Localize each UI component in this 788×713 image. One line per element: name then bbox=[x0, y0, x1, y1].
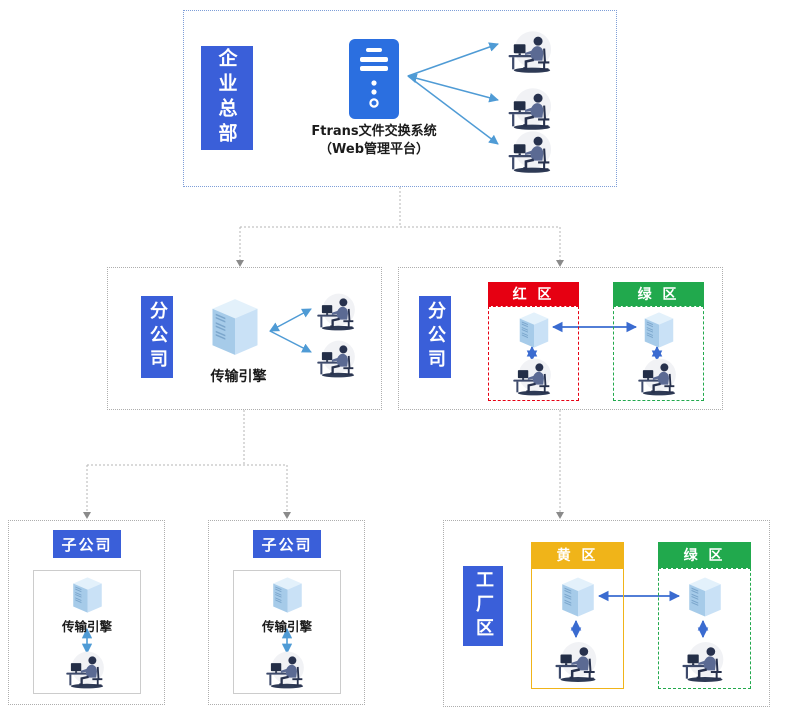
transfer-engine-label: 传输引擎 bbox=[261, 619, 312, 634]
factory-area-label: 工厂区 bbox=[463, 566, 503, 646]
green-zone-body bbox=[658, 568, 751, 689]
system-title: Ftrans文件交换系统 bbox=[311, 124, 437, 139]
workstation-user-icon bbox=[506, 129, 558, 175]
headquarters-label: 企业总部 bbox=[201, 46, 253, 150]
engine-panel: 传输引擎 bbox=[33, 570, 141, 694]
workstation-user-icon bbox=[506, 86, 558, 132]
tree-connector-factory-arrowhead bbox=[556, 512, 564, 519]
file-exchange-server-icon bbox=[349, 39, 399, 119]
transfer-engine-label: 传输引擎 bbox=[210, 369, 267, 385]
subsidiary-box: 子公司 传输引擎 bbox=[208, 520, 365, 705]
green-zone: 绿 区 bbox=[613, 282, 704, 401]
branch-office-engine-box: 分公司 传输引擎 bbox=[107, 267, 382, 410]
server-icon bbox=[686, 576, 724, 618]
workstation-user-icon bbox=[264, 650, 310, 690]
transfer-engine-server-icon bbox=[208, 297, 262, 357]
system-name-label: Ftrans文件交换系统 （Web管理平台） bbox=[254, 123, 494, 159]
workstation-user-icon bbox=[511, 357, 557, 397]
branch-office-label: 分公司 bbox=[141, 296, 173, 378]
workstation-user-icon bbox=[506, 29, 558, 75]
red-zone: 红 区 bbox=[488, 282, 579, 401]
server-icon bbox=[642, 311, 676, 349]
red-zone-header: 红 区 bbox=[488, 282, 579, 306]
workstation-user-icon bbox=[64, 650, 110, 690]
subsidiary-label: 子公司 bbox=[253, 530, 321, 558]
branch-office-label: 分公司 bbox=[419, 296, 451, 378]
green-zone: 绿 区 bbox=[658, 542, 751, 689]
branch-office-zoned-box: 分公司 红 区 绿 区 bbox=[398, 267, 723, 410]
yellow-zone-header: 黄 区 bbox=[531, 542, 624, 568]
tree-connector-subsidiaries-arrowheads bbox=[83, 512, 291, 519]
transfer-engine-server-icon bbox=[270, 576, 305, 614]
subsidiary-box: 子公司 传输引擎 bbox=[8, 520, 165, 705]
green-zone-body bbox=[613, 306, 704, 401]
workstation-user-icon bbox=[315, 291, 361, 333]
yellow-zone-body bbox=[531, 568, 624, 689]
factory-area-box: 工厂区 黄 区 绿 区 bbox=[443, 520, 770, 707]
transfer-engine-server-icon bbox=[70, 576, 105, 614]
workstation-user-icon bbox=[315, 338, 361, 380]
transfer-engine-label: 传输引擎 bbox=[61, 619, 112, 634]
subsidiary-label: 子公司 bbox=[53, 530, 121, 558]
workstation-user-icon bbox=[553, 640, 603, 684]
tree-connector-top-arrowheads bbox=[236, 260, 564, 267]
system-subtitle: （Web管理平台） bbox=[319, 142, 429, 158]
server-icon bbox=[559, 576, 597, 618]
red-zone-body bbox=[488, 306, 579, 401]
workstation-user-icon bbox=[636, 357, 682, 397]
yellow-zone: 黄 区 bbox=[531, 542, 624, 689]
headquarters-box: 企业总部 Ftrans文件交换系统 （Web管理平台） bbox=[183, 10, 617, 187]
green-zone-header: 绿 区 bbox=[613, 282, 704, 306]
green-zone-header: 绿 区 bbox=[658, 542, 751, 568]
server-icon bbox=[517, 311, 551, 349]
workstation-user-icon bbox=[680, 640, 730, 684]
tree-connector-subsidiaries bbox=[86, 410, 288, 512]
engine-panel: 传输引擎 bbox=[233, 570, 341, 694]
tree-connector-top bbox=[239, 187, 561, 261]
